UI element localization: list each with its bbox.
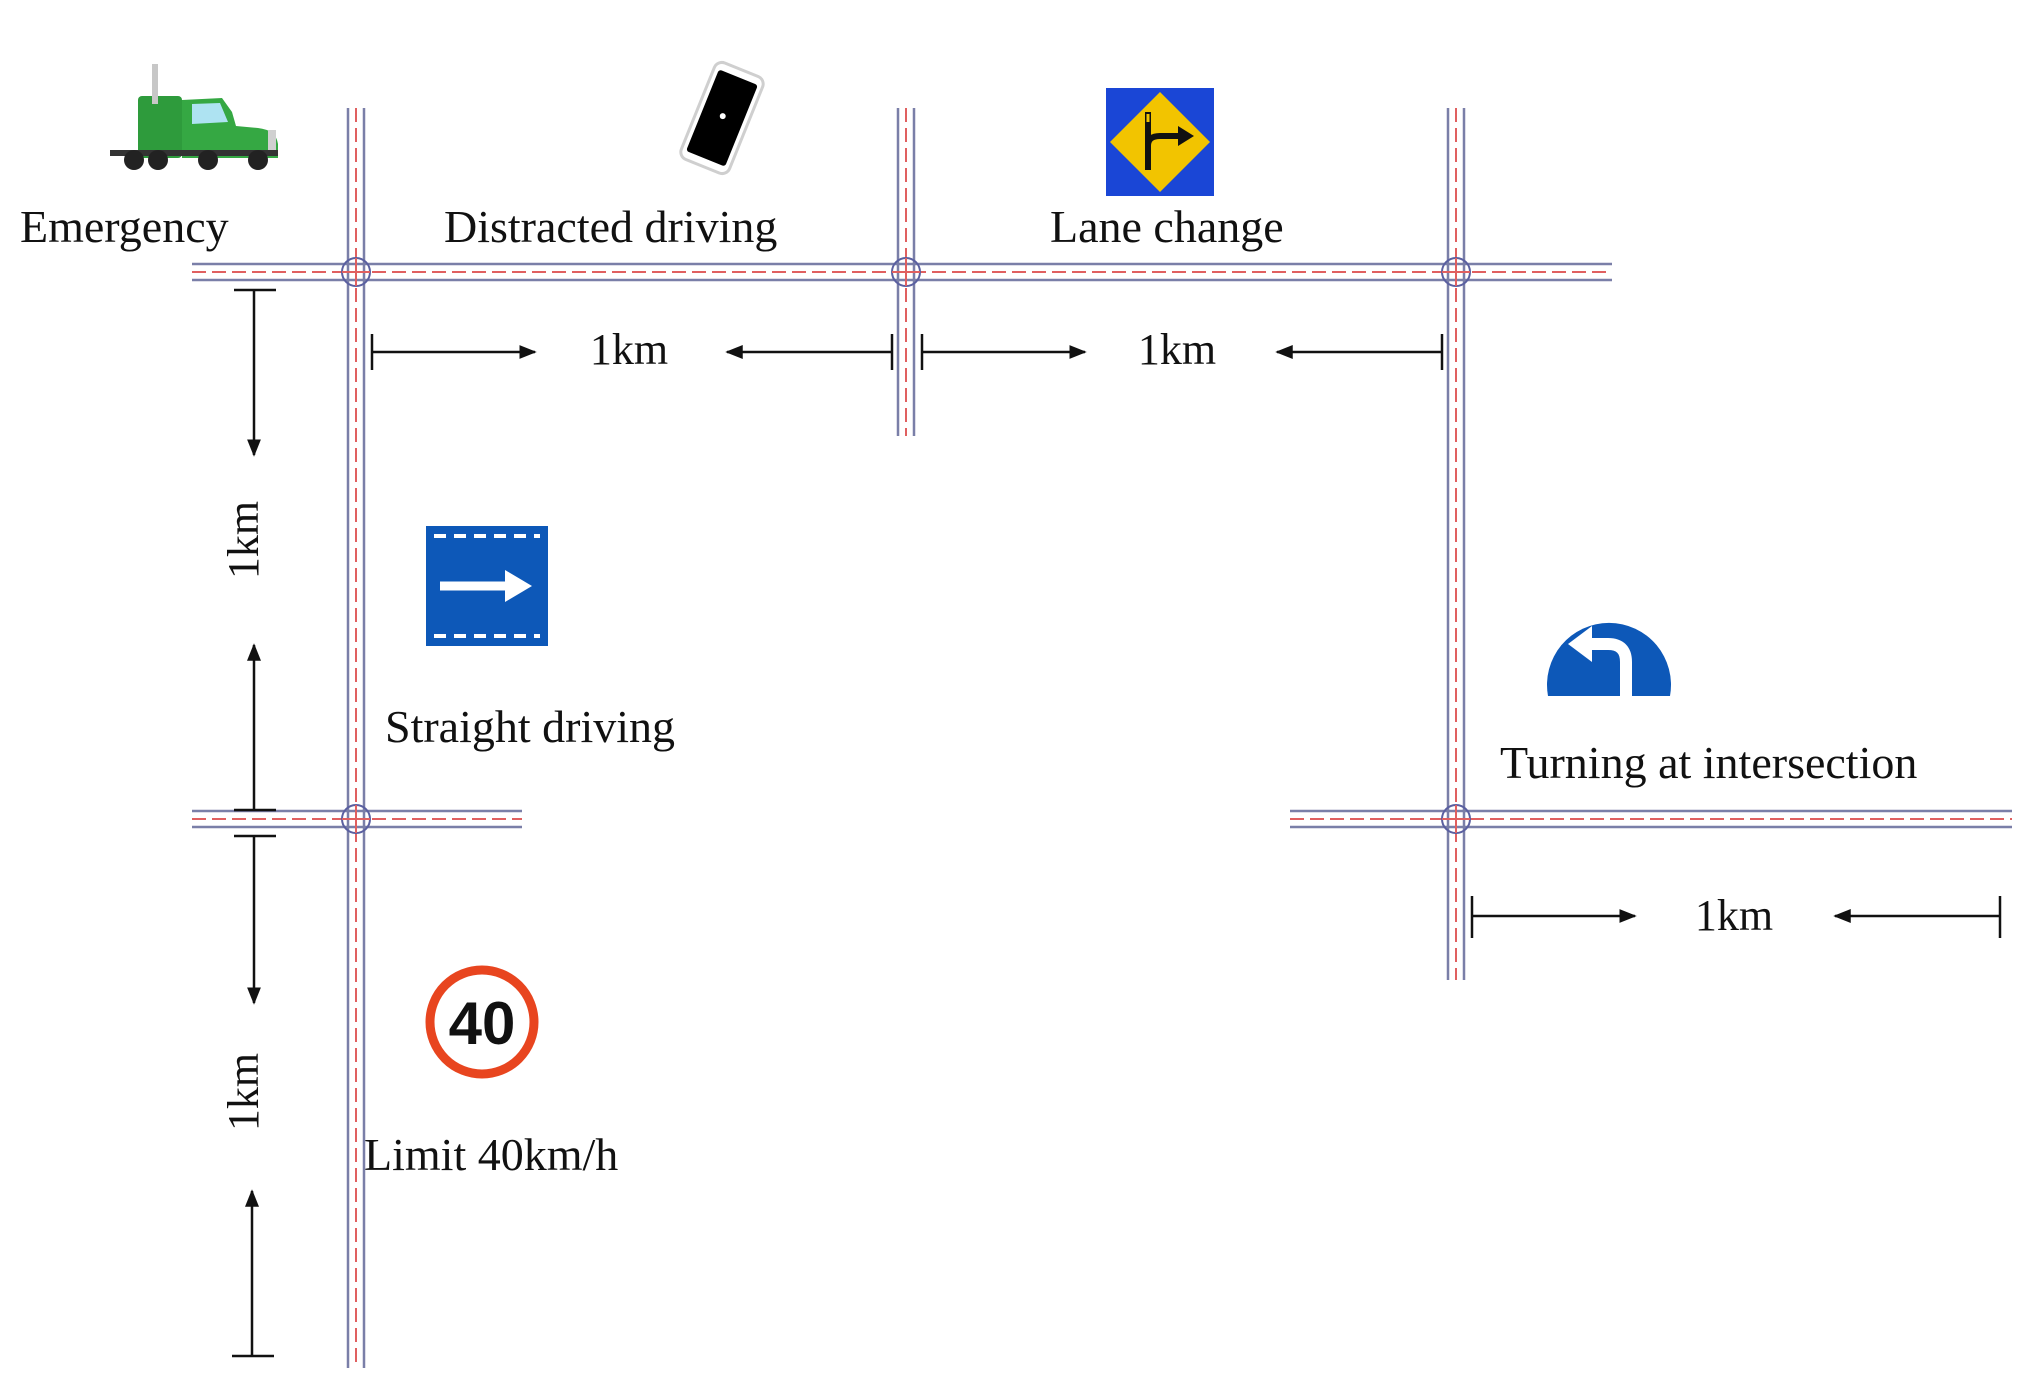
road-lower-right [1290,809,2012,829]
scenario-labels: Emergency Distracted driving Lane change… [20,201,1917,1180]
label-turning-at-intersection: Turning at intersection [1500,737,1917,788]
distance-label-top-1: 1km [590,325,668,374]
smartphone-icon [679,60,765,176]
road-right [1446,108,1466,980]
speed-limit-value: 40 [449,990,516,1057]
speed-limit-sign-icon: 40 [425,965,539,1079]
label-lane-change: Lane change [1050,201,1284,252]
intersection-1 [341,257,371,287]
distance-markers [232,288,2002,1358]
distance-left-1 [234,288,276,812]
distance-label-top-2: 1km [1138,325,1216,374]
intersection-2 [891,257,921,287]
distance-left-2 [232,834,276,1358]
label-straight-driving: Straight driving [385,701,675,752]
label-limit: Limit 40km/h [364,1129,618,1180]
distance-label-left-1: 1km [219,501,268,579]
road-left [346,108,366,1368]
intersection-3 [1441,257,1471,287]
distance-top-2 [920,334,1444,370]
intersection-4 [341,804,371,834]
distance-labels: 1km 1km 1km 1km 1km [219,325,1773,1131]
distance-label-right: 1km [1695,891,1773,940]
straight-arrow-sign-icon [426,526,548,646]
intersection-markers [341,257,1471,834]
intersection-5 [1441,804,1471,834]
label-distracted-driving: Distracted driving [444,201,777,252]
distance-label-left-2: 1km [219,1053,268,1131]
left-turn-sign-icon [1547,622,1671,696]
lane-change-sign-icon [1106,88,1214,196]
label-emergency: Emergency [20,201,229,252]
truck-icon [110,64,278,170]
distance-right [1470,896,2002,938]
distance-top-1 [370,334,894,370]
